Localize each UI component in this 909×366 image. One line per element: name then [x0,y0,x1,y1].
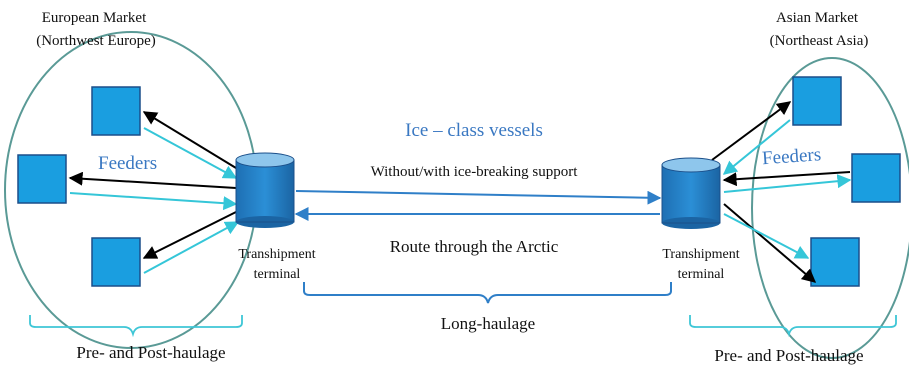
asian-market-ellipse [751,57,909,359]
arrow-eu-middle-to-terminal [69,192,238,211]
feeder-node-eu-bottom [91,237,141,287]
asian-market-title: Asian Market [776,10,859,26]
terminal-label-right-line1: Transhipment [662,247,739,262]
arrow-asia-bottom-to-terminal [723,213,810,259]
transhipment-terminal-right [661,157,721,229]
long-haulage-brace [303,282,672,304]
terminal-label-left-line1: Transhipment [238,247,315,262]
left-haulage-brace [29,315,243,338]
feeder-node-eu-middle [17,154,67,204]
right-haulage-label: Pre- and Post-haulage [714,346,863,365]
asian-market-subtitle: (Northeast Asia) [770,33,869,49]
arrow-terminal-to-asia-middle [722,171,851,187]
arrow-asia-top-to-terminal [722,119,791,175]
transhipment-terminal-left [235,152,295,228]
arrow-terminal-to-asia-bottom [723,203,817,283]
arrow-terminal-to-eu-middle [68,171,237,189]
feeders-label-right: Feeders [761,144,821,169]
arrow-terminal-to-asia-top [711,101,792,161]
european-market-title: European Market [42,10,147,26]
feeders-label-left: Feeders [98,153,157,174]
terminal-label-left-line2: terminal [254,267,301,282]
arrow-terminal-to-eu-bottom [142,211,237,259]
right-haulage-brace [689,315,897,338]
ice-breaking-support-label: Without/with ice-breaking support [371,164,579,180]
left-haulage-label: Pre- and Post-haulage [76,343,225,362]
feeder-node-eu-top [91,86,141,136]
feeder-node-asia-bottom [810,237,860,287]
european-market-subtitle: (Northwest Europe) [36,33,156,49]
ice-class-vessels-label: Ice – class vessels [405,120,543,141]
feeder-node-asia-top [792,76,842,126]
arctic-route-label: Route through the Arctic [390,237,559,256]
arrow-asia-middle-to-terminal [723,174,852,193]
terminal-label-right-line2: terminal [678,267,725,282]
feeder-node-asia-middle [851,153,901,203]
arrow-eu-top-to-terminal [143,127,238,179]
arrow-terminal-to-eu-top [142,111,237,169]
route-arrow-eastbound [295,190,662,205]
arrow-eu-bottom-to-terminal [143,221,240,274]
long-haulage-label: Long-haulage [441,314,535,333]
